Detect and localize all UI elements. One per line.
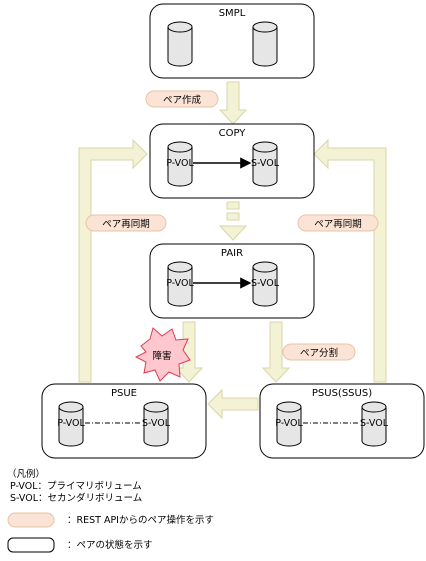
op-resync-left: ペア再同期	[85, 214, 167, 232]
failure-burst: 障害	[134, 327, 191, 382]
state-psue-label: PSUE	[111, 388, 137, 399]
legend-state-desc: ：ペアの状態を示す	[67, 540, 153, 551]
psue-svol-label: S-VOL	[142, 418, 171, 429]
copy-pvol-label: P-VOL	[166, 158, 194, 169]
arrow-pair-to-psus	[261, 321, 291, 383]
pair-pvol-label: P-VOL	[166, 278, 194, 289]
psus-svol-label: S-VOL	[360, 418, 389, 429]
legend-state-swatch	[7, 537, 55, 553]
failure-burst-icon	[134, 327, 191, 382]
op-create: ペア作成	[145, 90, 219, 108]
legend-title: （凡例）	[7, 469, 46, 480]
op-resync-left-label: ペア再同期	[102, 219, 150, 230]
legend-op-swatch	[7, 512, 55, 528]
legend-pvol-desc: P-VOL：プライマリボリューム	[10, 481, 142, 492]
op-resync-right-label: ペア再同期	[314, 219, 362, 230]
copy-svol-label: S-VOL	[251, 158, 280, 169]
pair-svol-label: S-VOL	[251, 278, 280, 289]
psus-pvol-label: P-VOL	[275, 418, 303, 429]
state-copy: COPY P-VOL S-VOL	[149, 123, 315, 199]
op-create-label: ペア作成	[163, 94, 202, 106]
arrow-psus-to-psue	[207, 388, 259, 420]
legend-svol-desc: S-VOL：セカンダリボリューム	[10, 493, 143, 504]
state-psus-label: PSUS(SSUS)	[312, 388, 372, 399]
arrow-copy-to-pair	[218, 201, 248, 241]
smpl-primary-volume-icon	[167, 21, 193, 67]
state-copy-label: COPY	[219, 128, 247, 139]
state-psue: PSUE P-VOL S-VOL	[41, 383, 207, 459]
op-split: ペア分割	[282, 343, 356, 361]
psue-pvol-label: P-VOL	[57, 418, 85, 429]
op-resync-right: ペア再同期	[297, 214, 379, 232]
state-smpl: SMPL	[149, 3, 315, 79]
transition-arrows	[78, 81, 387, 420]
state-psus: PSUS(SSUS) P-VOL S-VOL	[259, 383, 425, 459]
state-pair: PAIR P-VOL S-VOL	[149, 243, 315, 319]
arrow-psue-to-copy	[78, 138, 148, 383]
arrow-smpl-to-copy	[218, 81, 248, 125]
failure-label: 障害	[152, 350, 171, 362]
legend-op-desc: ：REST APIからのペア操作を示す	[67, 515, 214, 526]
op-split-label: ペア分割	[300, 347, 338, 359]
smpl-secondary-volume-icon	[252, 21, 278, 67]
arrow-pair-to-psue	[174, 321, 204, 383]
arrow-psus-to-copy	[313, 138, 387, 383]
state-pair-label: PAIR	[221, 248, 243, 259]
state-smpl-label: SMPL	[219, 8, 246, 19]
